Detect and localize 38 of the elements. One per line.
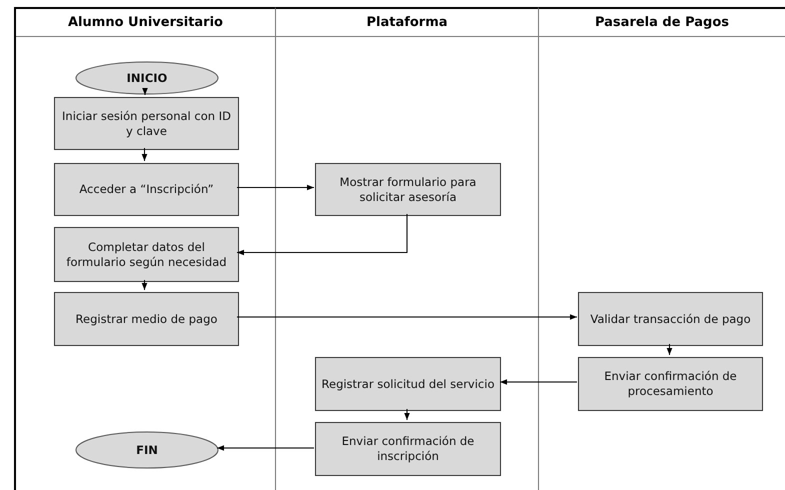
step-label: Acceder a “Inscripción” xyxy=(79,182,214,197)
step-label: Enviar confirmación de inscripción xyxy=(340,434,476,464)
step-label: Registrar solicitud del servicio xyxy=(322,376,494,392)
arrow xyxy=(236,214,408,256)
process-box xyxy=(54,227,239,282)
lane-header: Pasarela de Pagos xyxy=(594,14,730,32)
terminal-ellipse xyxy=(75,431,219,469)
lane-header: Alumno Universitario xyxy=(67,14,224,32)
terminal-ellipse xyxy=(75,61,219,95)
process-box xyxy=(578,357,763,411)
step-label: Registrar medio de pago xyxy=(76,312,218,326)
process-box xyxy=(54,292,239,346)
process-box xyxy=(315,163,501,216)
arrow xyxy=(666,344,672,356)
process-box xyxy=(54,97,239,150)
lane-header: Plataforma xyxy=(365,14,449,32)
step-label: Completar datos del formulario según necesidad xyxy=(65,240,228,270)
arrow xyxy=(404,408,410,420)
step-label: Iniciar sesión personal con ID y clave xyxy=(61,108,232,138)
swimlane xyxy=(275,7,538,490)
process-box xyxy=(315,422,501,476)
arrow xyxy=(142,148,148,162)
arrow xyxy=(216,445,314,451)
step-label: Mostrar formulario para solicitar asesoría xyxy=(338,174,478,204)
swimlane xyxy=(14,7,275,490)
process-box xyxy=(315,357,501,411)
swimlane xyxy=(538,7,785,490)
step-label: FIN xyxy=(136,442,158,458)
process-box xyxy=(578,292,763,346)
arrow xyxy=(142,280,148,290)
arrow xyxy=(236,184,314,190)
step-label: INICIO xyxy=(126,70,168,86)
step-label: Enviar confirmación de procesamiento xyxy=(603,369,738,399)
arrow xyxy=(142,88,148,96)
arrow xyxy=(500,379,578,385)
arrow xyxy=(236,314,578,320)
process-box xyxy=(54,163,239,216)
step-label: Validar transacción de pago xyxy=(590,312,751,326)
